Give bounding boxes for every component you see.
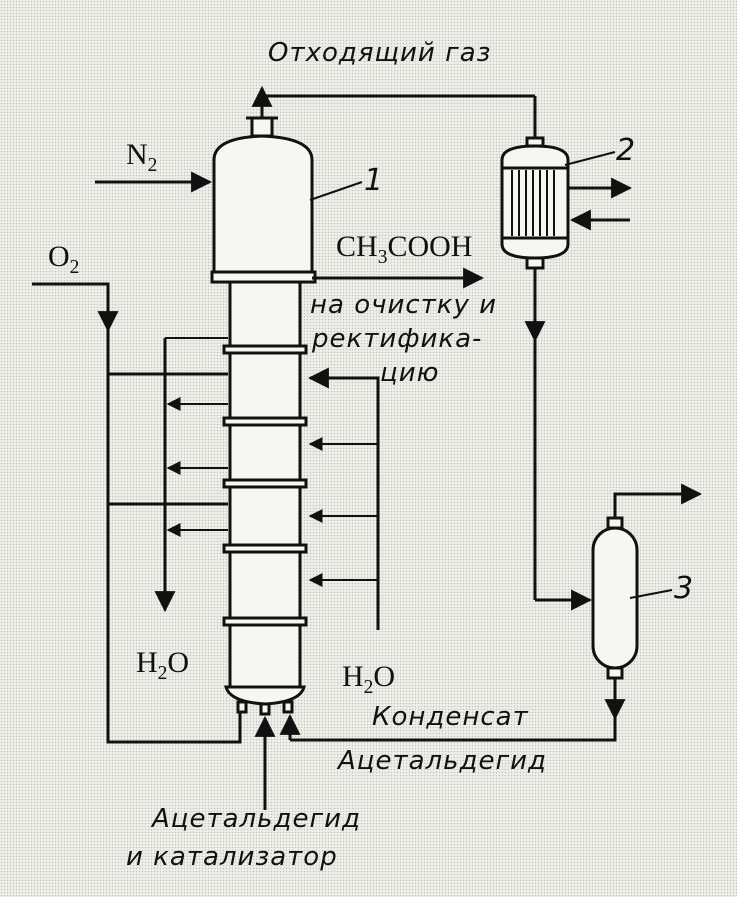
feed-label-1: Ацетальдегид <box>152 804 362 834</box>
leader-1 <box>309 181 363 201</box>
reactor-head <box>212 134 314 274</box>
feed-label-2: и катализатор <box>126 842 338 872</box>
acetaldehyde-recycle-label: Ацетальдегид <box>338 746 548 776</box>
n2-label: N2 <box>126 138 158 176</box>
off-gas-line <box>251 85 537 140</box>
recycle-line <box>279 678 626 742</box>
equipment-number-2: 2 <box>616 133 636 168</box>
equipment-number-3: 3 <box>674 571 694 606</box>
right-water-inlets <box>307 367 380 630</box>
separator <box>591 483 703 680</box>
purification-label-1: на очистку и <box>310 290 498 320</box>
leader-3 <box>629 589 673 599</box>
condensate-label: Конденсат <box>372 702 529 732</box>
off-gas-label: Отходящий газ <box>268 38 492 68</box>
acetic-acid-label: CH3COOH <box>336 230 473 268</box>
purification-label-2: ректифика- <box>312 324 483 354</box>
condenser <box>500 136 633 270</box>
water-in-label: H2O <box>342 660 396 698</box>
water-out-label: H2O <box>136 646 190 684</box>
reactor-column <box>210 116 317 716</box>
condensate-line <box>524 268 593 611</box>
o2-label: O2 <box>48 240 80 278</box>
equipment-number-1: 1 <box>364 163 384 198</box>
left-water-outlets <box>154 337 228 613</box>
leader-2 <box>564 151 616 166</box>
purification-label-3: цию <box>380 358 440 388</box>
